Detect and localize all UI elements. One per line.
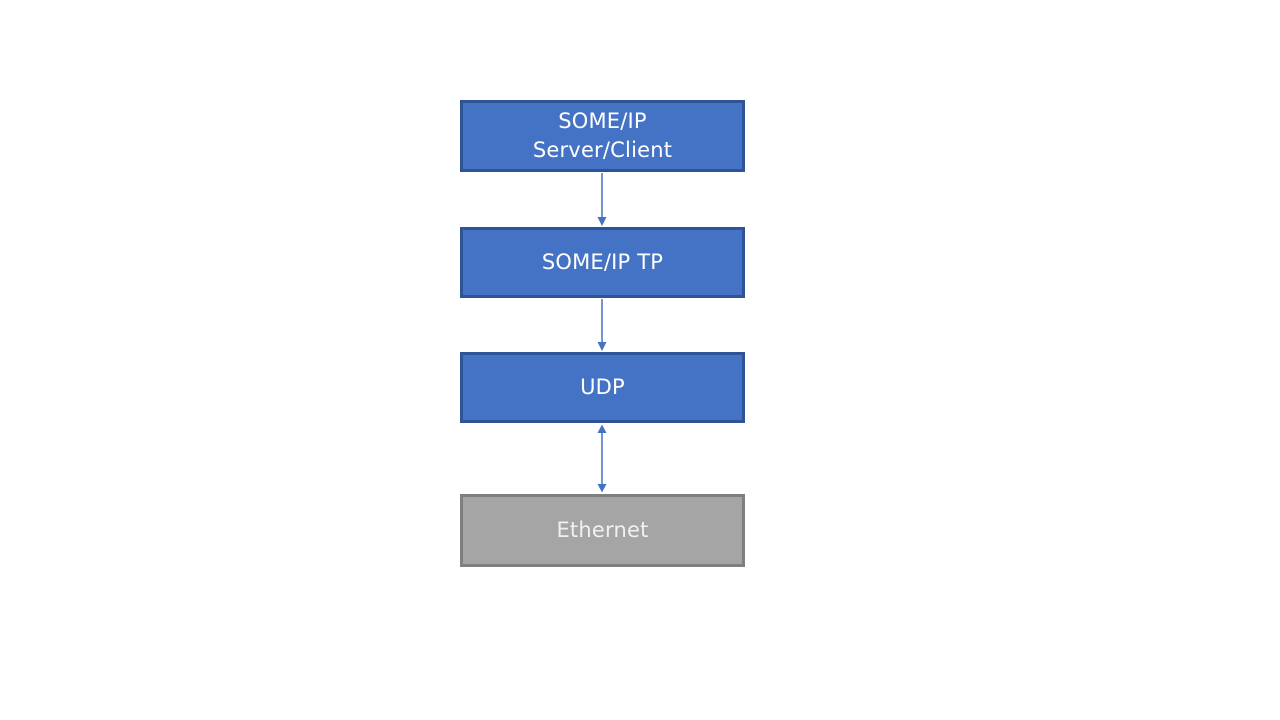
box-someip-tp: SOME/IP TP [460, 227, 745, 298]
box-someip-server-client: SOME/IP Server/Client [460, 100, 745, 172]
box-udp: UDP [460, 352, 745, 423]
box-ethernet: Ethernet [460, 494, 745, 567]
arrow-udp-to-ethernet-bidirectional [597, 424, 607, 493]
arrow-server-client-to-someip-tp [597, 173, 607, 226]
arrow-someip-tp-to-udp [597, 299, 607, 351]
